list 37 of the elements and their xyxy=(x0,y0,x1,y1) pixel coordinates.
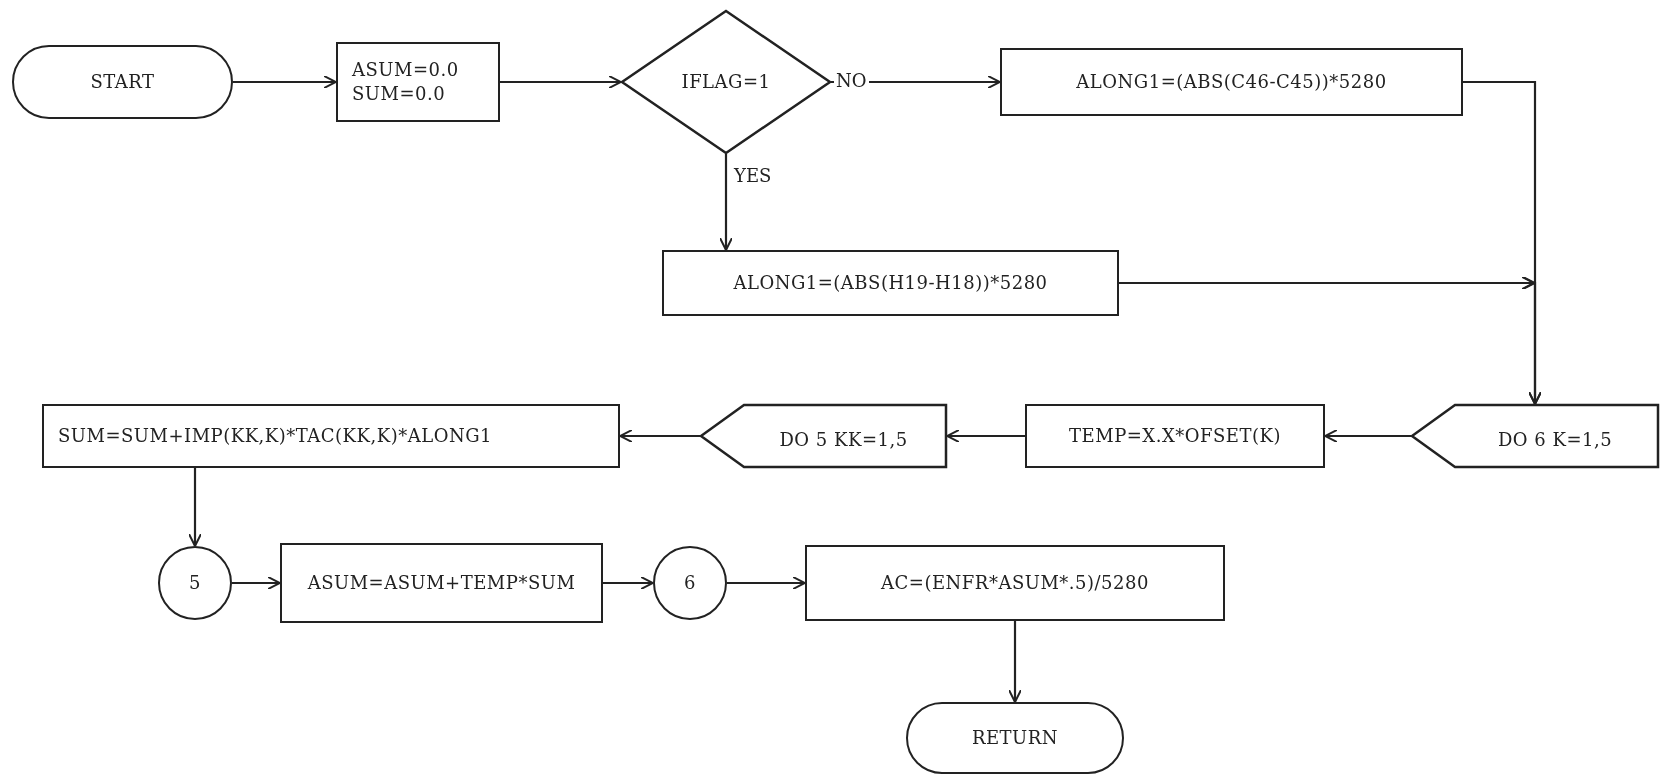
arrow xyxy=(1324,429,1411,443)
statement-text: SUM=SUM+IMP(KK,K)*TAC(KK,K)*ALONG1 xyxy=(58,423,492,448)
loop-box xyxy=(1411,404,1659,468)
process-box xyxy=(1000,48,1463,116)
process-box xyxy=(336,42,500,122)
statement-text: ASUM=0.0 xyxy=(352,57,459,82)
arrow xyxy=(232,576,281,590)
connector-number: 5 xyxy=(189,570,201,595)
arrow xyxy=(233,75,337,89)
terminal-text: RETURN xyxy=(971,725,1059,750)
arrow xyxy=(188,468,202,547)
arrow xyxy=(603,576,654,590)
statement-text: ALONG1=(ABS(C46-C45))*5280 xyxy=(1076,69,1387,94)
terminal-text: START xyxy=(90,69,155,94)
arrow xyxy=(727,576,806,590)
arrow xyxy=(500,75,622,89)
loop-text: DO 5 KK=1,5 xyxy=(779,427,908,452)
statement-text: SUM=0.0 xyxy=(352,82,446,106)
loop-text: DO 6 K=1,5 xyxy=(1497,427,1613,452)
process-box xyxy=(662,250,1119,316)
connector-number: 6 xyxy=(684,570,696,595)
decision-diamond xyxy=(621,10,831,154)
statement-text: AC=(ENFR*ASUM*.5)/5280 xyxy=(881,570,1149,595)
process-box xyxy=(805,545,1225,621)
statement-text: ASUM=ASUM+TEMP*SUM xyxy=(307,570,576,595)
arrow xyxy=(1119,277,1541,404)
arrow xyxy=(1008,621,1022,703)
process-box xyxy=(280,543,603,623)
condition-text: IFLAG=1 xyxy=(681,69,771,94)
statement-text: ALONG1=(ABS(H19-H18))*5280 xyxy=(733,270,1048,295)
loop-box xyxy=(700,404,947,468)
arrow xyxy=(719,154,733,251)
arrow xyxy=(946,429,1025,443)
statement-text: TEMP=X.X*OFSET(K) xyxy=(1069,423,1281,448)
process-box xyxy=(1025,404,1325,468)
process-box xyxy=(42,404,620,468)
arrow xyxy=(619,429,700,443)
